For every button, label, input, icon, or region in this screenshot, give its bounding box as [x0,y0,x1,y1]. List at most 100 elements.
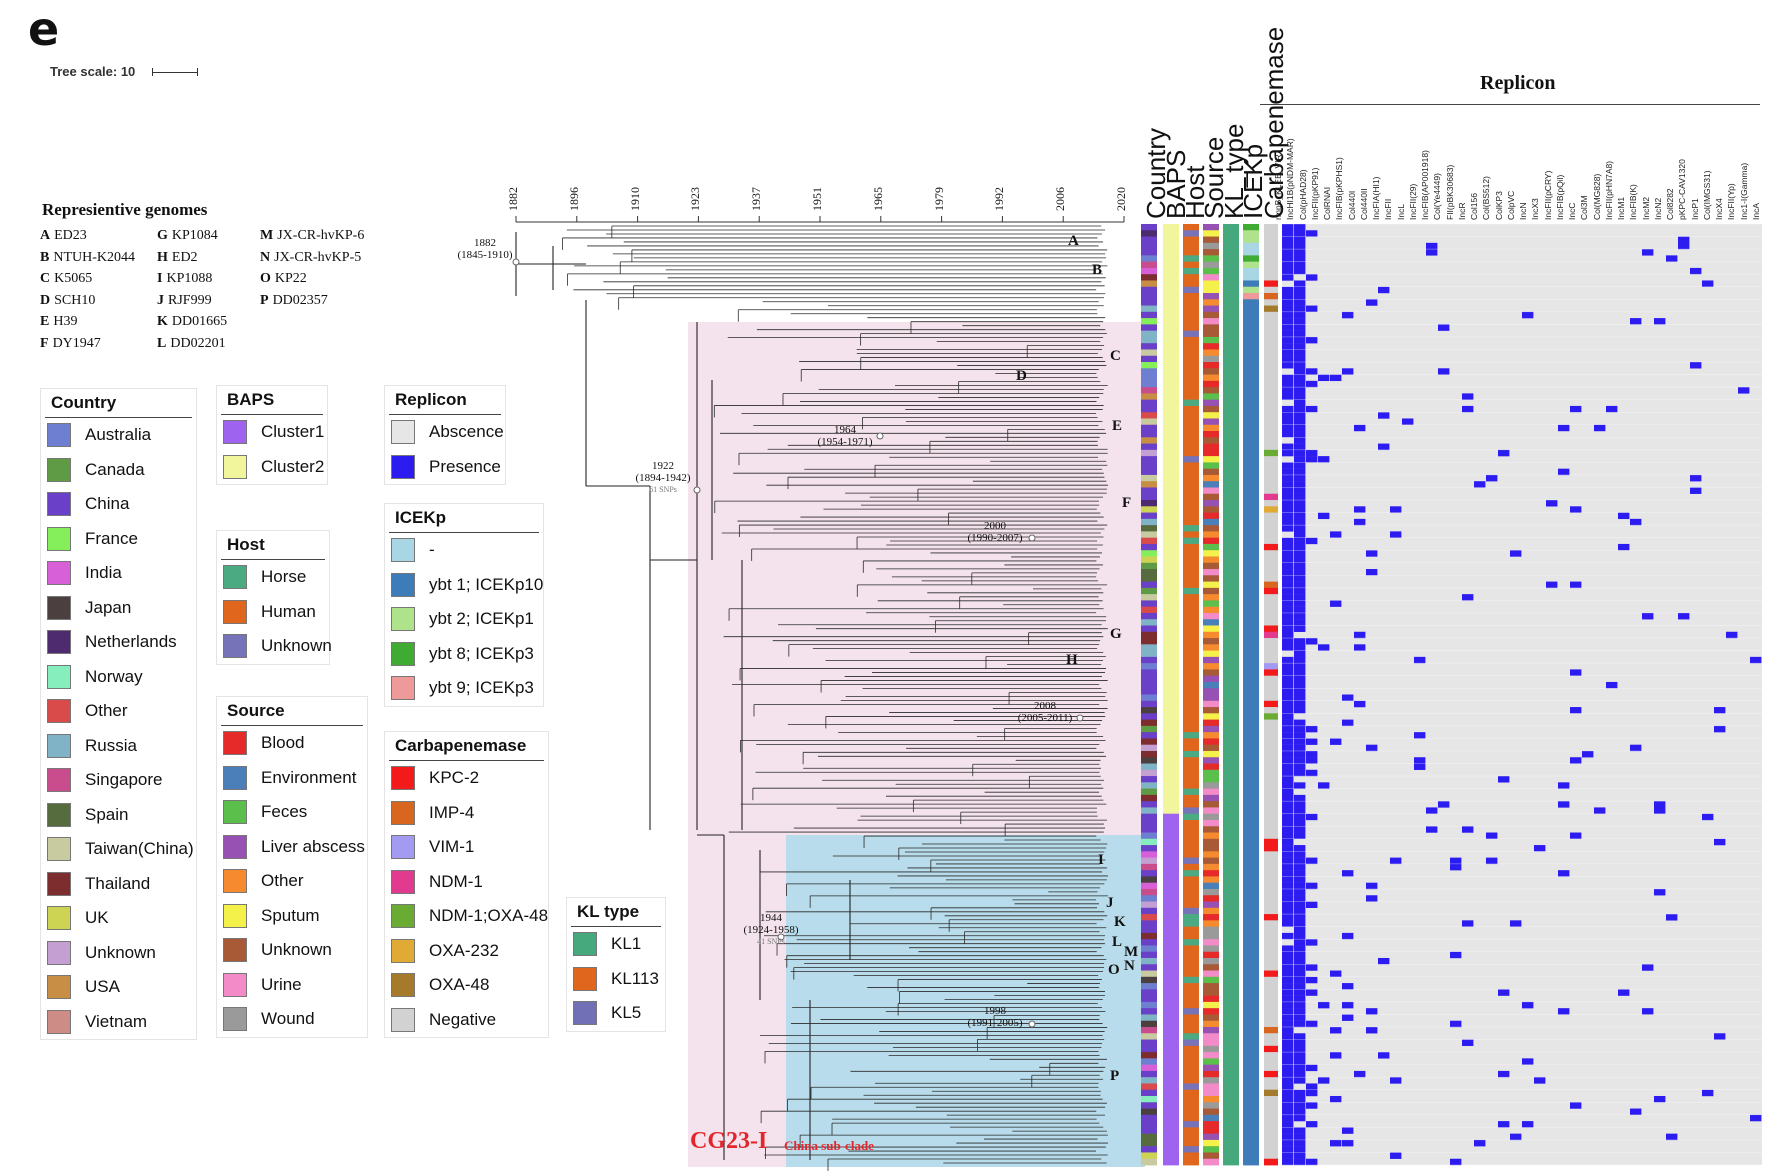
track-cell [1163,625,1179,633]
replicon-presence-cell [1282,569,1294,576]
replicon-column-label: IncFIB(AP001918) [1420,150,1431,220]
replicon-presence-cell [1294,1020,1306,1028]
track-cell [1203,638,1219,645]
track-cell [1163,1133,1179,1141]
replicon-presence-cell [1282,1026,1294,1034]
replicon-presence-cell [1558,1008,1570,1015]
replicon-presence-cell [1330,970,1342,977]
replicon-column-label: Col3M [1579,195,1590,220]
replicon-presence-cell [1558,782,1570,789]
replicon-presence-cell [1318,1001,1330,1009]
track-cell [1223,782,1239,789]
track-cell [1203,399,1219,407]
track-cell [1183,1077,1199,1084]
track-cell [1264,738,1278,746]
track-cell [1264,876,1278,884]
replicon-presence-cell [1282,1089,1294,1097]
replicon-presence-cell [1282,594,1294,601]
country-legend-label: Taiwan(China) [85,839,194,859]
track-cell [1203,462,1219,470]
replicon-presence-cell [1294,694,1306,701]
track-cell [1203,713,1219,720]
replicon-presence-cell [1630,518,1642,526]
replicon-presence-cell [1510,1133,1522,1141]
track-cell [1163,688,1179,695]
track-cell [1203,1039,1219,1047]
replicon-presence-cell [1366,550,1378,557]
replicon-presence-cell [1282,556,1294,563]
track-cell [1163,1146,1179,1153]
replicon-presence-cell [1618,989,1630,996]
replicon-presence-cell [1534,845,1546,852]
replicon-presence-cell [1510,920,1522,927]
track-cell [1264,719,1278,727]
track-cell [1223,976,1239,984]
track-cell [1264,224,1278,231]
track-cell [1223,569,1239,576]
replicon-presence-cell [1702,813,1714,821]
track-cell [1163,456,1179,463]
replicon-presence-cell [1294,449,1306,457]
carbapenemase-legend-item: VIM-1 [385,830,548,865]
track-cell [1264,945,1278,953]
track-cell [1203,431,1219,438]
replicon-presence-cell [1306,405,1318,413]
replicon-presence-cell [1294,387,1306,394]
track-cell [1243,776,1259,783]
track-cell [1203,581,1219,589]
track-cell [1223,1095,1239,1103]
track-cell [1183,324,1199,332]
track-cell [1264,1158,1278,1166]
track-cell [1141,293,1157,300]
track-cell [1203,1045,1219,1053]
replicon-presence-cell [1582,750,1594,758]
country-swatch [47,492,71,517]
track-cell [1183,1052,1199,1059]
track-cell [1264,562,1278,570]
track-cell [1163,242,1179,250]
replicon-presence-cell [1282,813,1294,821]
track-cell [1264,512,1278,520]
track-cell [1183,807,1199,815]
country-legend-item: Norway [41,660,196,695]
track-cell [1141,1077,1157,1084]
replicon-presence-cell [1342,932,1354,940]
replicon-presence-cell [1294,493,1306,501]
country-legend-item: Other [41,694,196,729]
track-cell [1203,550,1219,557]
track-cell [1183,562,1199,570]
replicon-column-label: Col156 [1469,193,1480,220]
track-cell [1264,500,1278,507]
track-cell [1183,449,1199,457]
annotation-tracks [1141,224,1278,1166]
replicon-presence-cell [1282,907,1294,915]
track-cell [1203,349,1219,357]
source-swatch [223,731,247,756]
track-cell [1183,468,1199,476]
track-cell [1223,1001,1239,1009]
track-cell [1163,267,1179,275]
track-cell [1243,600,1259,608]
replicon-presence-cell [1354,424,1366,432]
track-cell [1203,267,1219,275]
replicon-legend-label: Abscence [429,422,504,442]
track-cell [1141,594,1157,601]
track-cell [1141,907,1157,915]
replicon-presence-cell [1294,224,1306,231]
track-cell [1163,443,1179,451]
track-cell [1243,700,1259,708]
track-cell [1243,224,1259,231]
replicon-presence-cell [1282,1083,1294,1090]
track-cell [1141,531,1157,539]
track-cell [1243,1020,1259,1028]
replicon-presence-cell [1294,1001,1306,1009]
replicon-presence-cell [1306,989,1318,996]
track-cell [1141,612,1157,620]
track-cell [1223,362,1239,369]
track-cell [1223,1127,1239,1135]
track-cell [1203,964,1219,971]
country-swatch [47,1009,71,1034]
track-cell [1203,468,1219,476]
replicon-presence-cell [1282,230,1294,237]
track-cell [1264,669,1278,677]
